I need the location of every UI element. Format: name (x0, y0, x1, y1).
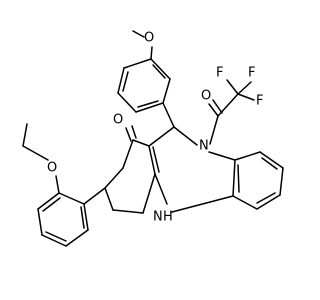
bond-acyl-to-cf3 (217, 93, 239, 117)
ring-bond (117, 92, 137, 113)
fluorine-top-right-label: F (248, 66, 255, 81)
ring-bond (234, 151, 261, 161)
ethoxy-oxygen-label: O (47, 161, 57, 176)
ring-bond (173, 126, 198, 146)
bond-cf3-to-f-left (226, 79, 239, 95)
amide-oxygen-label: O (201, 89, 211, 104)
ketone-double-bond (131, 125, 137, 139)
bond-oxygen-to-ethyl (22, 145, 49, 161)
amine-nitrogen-label: N (153, 210, 163, 225)
benzo-ring (232, 151, 284, 210)
ring-bond (123, 58, 152, 69)
bond-methyl-to-oxygen (132, 30, 145, 38)
amide-double-bond (208, 103, 219, 117)
amide-double-bond (212, 99, 223, 114)
bond-oxygen-to-phenyl (150, 46, 153, 60)
ring-bond (279, 167, 284, 196)
ring-bond (232, 159, 236, 197)
ring-bond (117, 67, 125, 94)
ring-bond (150, 58, 171, 80)
ring-bond (37, 208, 43, 236)
molecule-drawing: O O O N O N H F F F (22, 30, 284, 247)
ring-bond (148, 126, 175, 147)
bond-phenyl-to-c11 (162, 102, 175, 128)
ring-inner-double-bond (80, 206, 85, 229)
ring-bond (162, 78, 171, 104)
amine-hydrogen-label: H (163, 210, 173, 225)
carbonyl-oxygen-label: O (113, 113, 123, 128)
bond-ring-to-ethoxy-oxygen (55, 175, 60, 194)
ring-bond (83, 203, 89, 231)
bond-cf3-to-f-right (237, 81, 252, 95)
ketone-double-bond (125, 127, 132, 142)
ring-bond (104, 167, 124, 189)
ring-bond (122, 139, 134, 169)
ring-bond (135, 102, 164, 113)
bond-cf3-to-f-lower (237, 93, 255, 101)
ring-bond (65, 229, 89, 247)
ring-bond (112, 209, 144, 214)
ring-bond (259, 151, 284, 169)
fluorine-right-label: F (256, 94, 263, 109)
ring-inner-double-bond (137, 100, 159, 108)
bond-n-to-acyl-carbon (209, 115, 219, 145)
methoxy-oxygen-label: O (144, 31, 154, 46)
ring-bond (171, 195, 234, 213)
ring-bond (142, 173, 156, 214)
ring-bond (154, 173, 168, 205)
ring-inner-double-bond (256, 192, 276, 204)
chemical-structure-diagram: O O O N O N H F F F (22, 30, 284, 247)
ethoxyphenyl-ring (37, 187, 106, 247)
methoxyphenyl-ring (117, 58, 171, 113)
fluorine-top-left-label: F (216, 66, 223, 81)
bond-ethyl-chain (22, 123, 28, 147)
ring-bond (256, 194, 281, 210)
ring-inner-double-bond (237, 164, 240, 193)
ring-nitrogen-label: N (199, 139, 209, 154)
ring-inner-double-bond (122, 71, 129, 92)
ring-double-bond (152, 146, 160, 173)
ring-bond (208, 151, 236, 161)
ring-bond (104, 187, 114, 211)
ring-inner-double-bond (152, 64, 166, 79)
ring-inner-double-bond (45, 231, 67, 242)
molecule-bonds (22, 30, 284, 247)
ring-inner-double-bond (42, 197, 61, 212)
ring-bond (83, 187, 106, 205)
diazepine-ring (148, 126, 236, 213)
atom-labels: O O O N O N H F F F (47, 31, 263, 225)
ring-bond (132, 139, 150, 147)
ring-bond (58, 192, 85, 205)
ring-inner-double-bond (261, 157, 278, 170)
ring-bond (232, 195, 258, 210)
ring-bond (148, 145, 156, 175)
ring-bond (41, 234, 67, 247)
ring-bond (37, 192, 60, 210)
cyclohexenone-ring (104, 139, 156, 214)
